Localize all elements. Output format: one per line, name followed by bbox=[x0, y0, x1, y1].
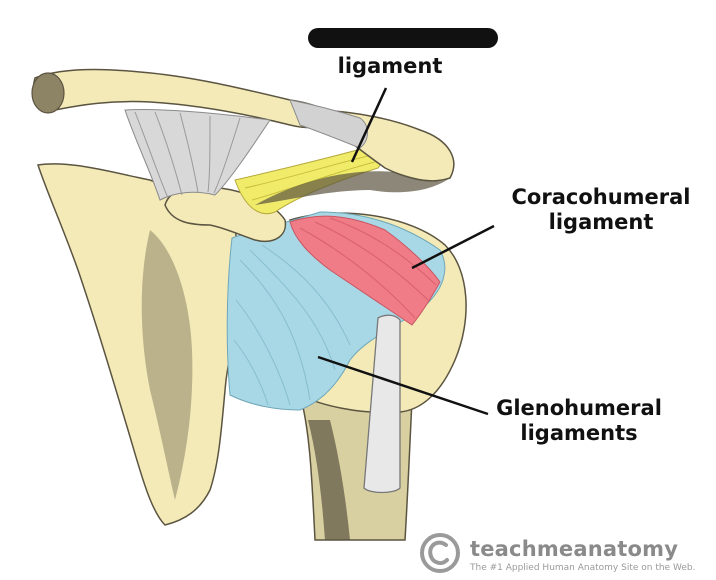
coracoclavicular-fibers bbox=[134, 111, 241, 199]
coracohumeral-fibers bbox=[299, 217, 437, 319]
glenohumeral-label-line2: ligaments bbox=[520, 421, 638, 445]
coracohumeral-ligament-region bbox=[289, 215, 441, 326]
watermark-brand: teachmeanatomy bbox=[470, 537, 679, 561]
top-ligament-label-line2: ligament bbox=[337, 54, 443, 78]
pointer-line-coracohumeral bbox=[411, 224, 495, 270]
scapula-shadow bbox=[141, 230, 193, 500]
capsule-fibers bbox=[233, 244, 351, 406]
coracohumeral-label-line1: Coracohumeral bbox=[511, 185, 691, 209]
pointer-line-glenohumeral bbox=[317, 355, 489, 416]
top-ligament-label: ligament bbox=[330, 54, 450, 79]
glenohumeral-label-line1: Glenohumeral bbox=[496, 396, 662, 420]
coracohumeral-ligament-label: Coracohumeral ligament bbox=[496, 185, 706, 235]
watermark-tagline: The #1 Applied Human Anatomy Site on the… bbox=[470, 563, 696, 573]
coracohumeral-label-line2: ligament bbox=[548, 210, 654, 234]
copyright-icon bbox=[420, 533, 460, 573]
acromion-shadow bbox=[255, 171, 450, 205]
glenohumeral-ligaments-label: Glenohumeral ligaments bbox=[484, 396, 674, 446]
redacted-label bbox=[308, 28, 498, 48]
coracoacromial-fibers bbox=[244, 154, 376, 201]
coracoclavicular-ligament bbox=[124, 108, 271, 201]
humerus-shaft-shadow bbox=[308, 420, 350, 540]
biceps-tendon bbox=[363, 314, 401, 494]
clavicle-end bbox=[31, 72, 65, 114]
pointer-line-top bbox=[350, 87, 388, 163]
acromioclavicular-ligament bbox=[289, 99, 368, 149]
